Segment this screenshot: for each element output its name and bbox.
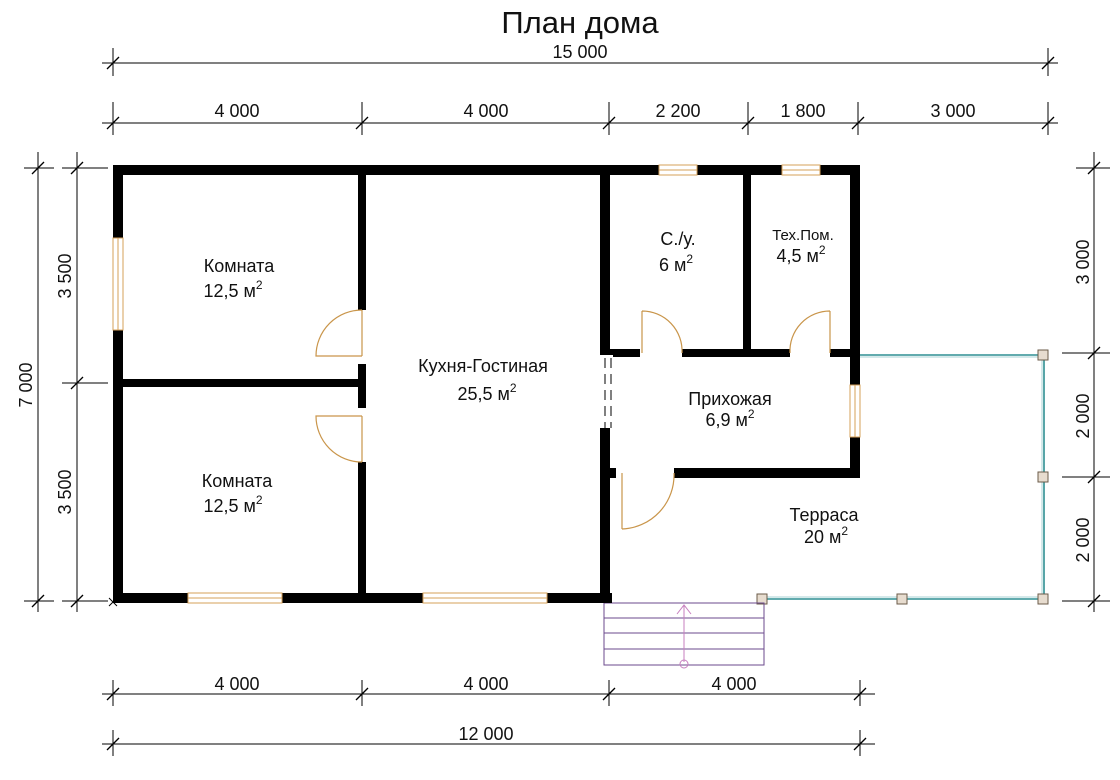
room-name: Комната — [204, 256, 275, 276]
entrance-stairs — [603, 602, 765, 669]
room-area: 4,5 м2 — [776, 243, 825, 266]
doors — [315, 309, 831, 530]
plan-title: План дома — [501, 5, 659, 40]
terrace-post — [1037, 349, 1049, 361]
room-area: 25,5 м2 — [457, 381, 516, 404]
openings — [355, 310, 830, 481]
dim-top-5: 3 000 — [930, 101, 975, 121]
room-name: Кухня-Гостиная — [418, 356, 548, 376]
room-name: Прихожая — [688, 389, 771, 409]
room-bedroom-top: Комната 12,5 м2 — [203, 256, 275, 301]
dim-bottom-3: 4 000 — [711, 674, 756, 694]
room-bedroom-bottom: Комната 12,5 м2 — [202, 471, 273, 516]
door-swing — [315, 309, 363, 357]
windows — [112, 164, 861, 604]
dim-top-2: 4 000 — [463, 101, 508, 121]
terrace-post — [1037, 471, 1049, 483]
dim-right-3: 2 000 — [1073, 517, 1093, 562]
room-name: С./у. — [660, 229, 695, 249]
window — [422, 592, 548, 604]
bottom-dimensions: 4 000 4 000 4 000 12 000 — [102, 674, 875, 756]
dim-bottom-2: 4 000 — [463, 674, 508, 694]
window — [187, 592, 283, 604]
left-dimensions: 7 000 3 500 3 500 — [16, 152, 108, 612]
window — [658, 164, 698, 176]
room-name: Комната — [202, 471, 273, 491]
corner-mark — [108, 597, 118, 607]
top-dimensions: 15 000 4 000 4 000 2 200 1 800 3 000 — [102, 42, 1058, 135]
window — [112, 237, 124, 331]
room-name: Терраса — [789, 505, 859, 525]
dim-right-2: 2 000 — [1073, 393, 1093, 438]
dim-top-1: 4 000 — [214, 101, 259, 121]
dim-top-4: 1 800 — [780, 101, 825, 121]
room-technical: Тех.Пом. 4,5 м2 — [772, 227, 834, 266]
dim-left-2: 3 500 — [55, 469, 75, 514]
dim-left-overall: 7 000 — [16, 362, 36, 407]
room-terrace: Терраса 20 м2 — [789, 505, 859, 547]
terrace — [756, 349, 1049, 605]
room-area: 12,5 м2 — [203, 278, 262, 301]
dim-left-1: 3 500 — [55, 253, 75, 298]
dim-bottom-overall: 12 000 — [458, 724, 513, 744]
room-area: 6,9 м2 — [705, 407, 754, 430]
room-area: 20 м2 — [804, 524, 848, 547]
room-labels: Комната 12,5 м2 Комната 12,5 м2 Кухня-Го… — [202, 227, 860, 547]
door-swing — [789, 310, 831, 354]
room-area: 12,5 м2 — [203, 493, 262, 516]
terrace-post — [1037, 593, 1049, 605]
door-swing — [621, 472, 675, 530]
door-swing — [315, 415, 363, 463]
door-swing — [641, 310, 683, 354]
terrace-post — [896, 593, 908, 605]
room-area: 6 м2 — [659, 252, 693, 275]
room-bathroom: С./у. 6 м2 — [659, 229, 696, 275]
dim-top-3: 2 200 — [655, 101, 700, 121]
terrace-post — [756, 593, 768, 605]
window — [781, 164, 821, 176]
room-hallway: Прихожая 6,9 м2 — [688, 389, 771, 430]
room-name: Тех.Пом. — [772, 227, 834, 244]
window — [849, 384, 861, 438]
dim-bottom-1: 4 000 — [214, 674, 259, 694]
walls — [113, 165, 860, 603]
right-dimensions: 3 000 2 000 2 000 — [1062, 152, 1110, 612]
room-kitchen-living: Кухня-Гостиная 25,5 м2 — [418, 356, 548, 404]
dim-right-1: 3 000 — [1073, 239, 1093, 284]
dim-top-overall: 15 000 — [552, 42, 607, 62]
